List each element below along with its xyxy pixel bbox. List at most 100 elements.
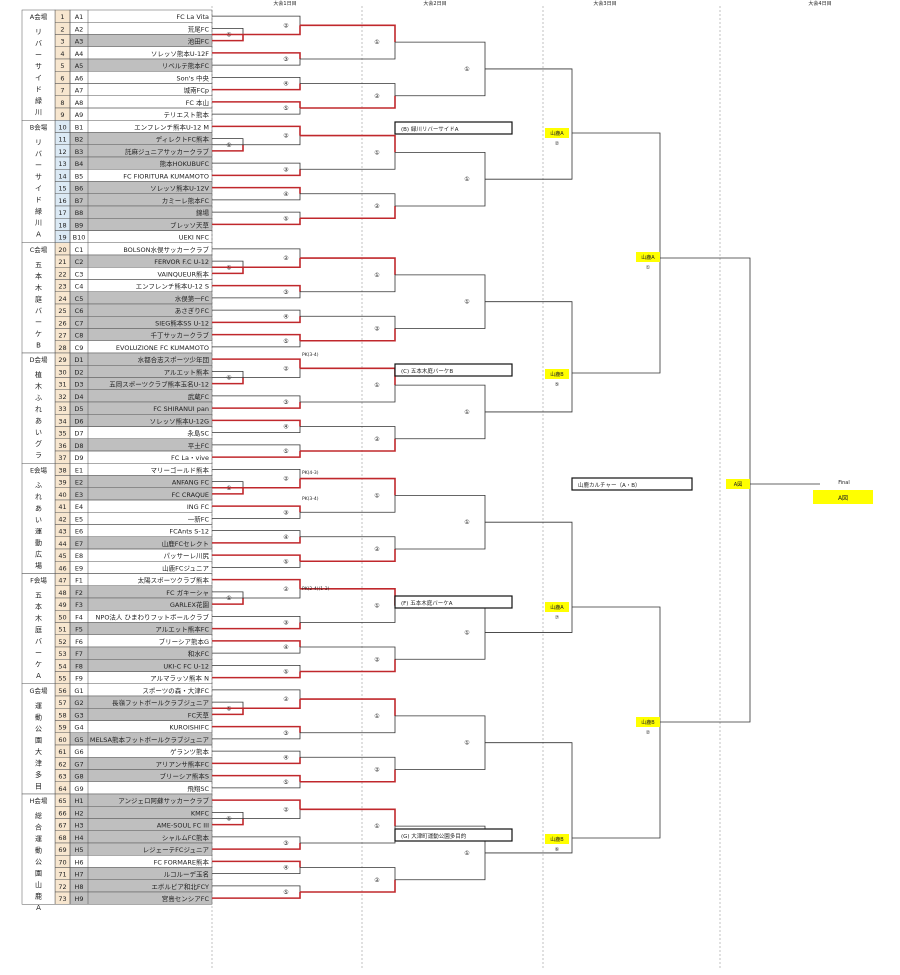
venue-title: G会場 xyxy=(29,686,48,695)
match-number: ① xyxy=(464,176,469,183)
team-code: C8 xyxy=(75,332,84,340)
team-row-shade xyxy=(70,757,212,770)
venue-cell xyxy=(21,9,56,121)
venue-cell xyxy=(21,352,56,464)
team-row-shade xyxy=(70,316,212,329)
yellow-slot-label: 山鹿A xyxy=(550,130,564,137)
r1-win xyxy=(212,83,301,91)
prelim-win xyxy=(212,144,244,152)
team-number: 19 xyxy=(58,234,66,242)
prelim-win xyxy=(212,267,244,275)
match-number: ④ xyxy=(283,865,288,872)
team-name: エンフレンチ熊本U-12 M xyxy=(134,122,209,131)
team-code: F9 xyxy=(75,675,83,683)
match-number: ② xyxy=(283,255,289,262)
team-name: ブリーシア熊本S xyxy=(160,772,210,781)
team-code: G4 xyxy=(74,724,83,732)
venue-vertical-char: 本 xyxy=(35,271,42,280)
team-number: 63 xyxy=(58,773,66,781)
venue-vertical-char: 公 xyxy=(35,858,42,866)
team-name: NPO法人 ひまわりフットボールクラブ xyxy=(96,612,210,621)
team-number: 45 xyxy=(58,552,66,560)
team-code: C4 xyxy=(75,283,84,291)
team-row-shade xyxy=(70,328,212,341)
team-row-shade xyxy=(70,34,212,47)
team-row-shade xyxy=(70,377,212,390)
team-name: スポーツの森・大津FC xyxy=(142,686,209,695)
match-number: ② xyxy=(374,203,380,210)
team-row-shade xyxy=(70,769,212,782)
team-row-shade xyxy=(70,365,212,378)
team-code: C6 xyxy=(75,307,84,315)
yellow-slot-sub: ② xyxy=(646,730,651,736)
match-number: ② xyxy=(374,877,380,884)
venue-vertical-char: 木 xyxy=(35,382,42,391)
team-row-shade xyxy=(70,389,212,402)
team-number: 58 xyxy=(58,711,66,719)
team-name: ゲランツ熊本 xyxy=(170,747,210,756)
venue-vertical-char: 合 xyxy=(35,823,42,832)
r2-match xyxy=(300,588,396,623)
team-code: E1 xyxy=(75,466,83,474)
team-row-shade xyxy=(70,647,212,660)
team-row-shade xyxy=(70,291,212,304)
r1-win xyxy=(212,451,301,458)
match-number: ③ xyxy=(283,620,288,627)
yellow-slot-label: 山鹿A xyxy=(550,604,564,611)
match-number: ③ xyxy=(283,166,288,173)
yellow-slot xyxy=(545,602,569,612)
r1-win xyxy=(212,478,301,489)
venue-vertical-char: 本 xyxy=(35,602,42,611)
venue-cell xyxy=(21,793,56,905)
pk-note: PK(3-4) xyxy=(302,352,319,358)
match-number: ② xyxy=(283,365,289,372)
venue-title: F会場 xyxy=(30,576,47,585)
venue-vertical-char: 山 xyxy=(35,880,42,889)
prelim-win xyxy=(212,708,244,716)
team-code: F1 xyxy=(75,577,83,585)
team-name: 和水FC xyxy=(188,649,210,658)
r3-match xyxy=(395,384,486,440)
team-name: 水俣第一FC xyxy=(175,294,210,303)
yellow-slot-sub: ② xyxy=(555,141,560,147)
venue-vertical-char: イ xyxy=(35,74,42,82)
team-name: FC SHIRANUI pan xyxy=(153,405,209,413)
match-number: ④ xyxy=(283,191,288,198)
venue-vertical-char: バ xyxy=(35,40,42,48)
team-name: 一新FC xyxy=(188,514,210,523)
r2-win xyxy=(300,477,396,496)
venue-title: B会場 xyxy=(30,122,48,131)
r3-match xyxy=(395,495,486,550)
r2-win xyxy=(300,257,396,275)
team-number: 62 xyxy=(58,760,66,768)
r1-win xyxy=(212,218,301,226)
r3-match xyxy=(395,152,486,207)
team-number: 50 xyxy=(58,613,66,621)
team-row-shade xyxy=(70,304,212,317)
team-name: ソレッソ熊本U-12F xyxy=(151,49,209,58)
team-code: C1 xyxy=(75,246,84,254)
team-code: A4 xyxy=(75,50,84,58)
venue-vertical-char: 緑 xyxy=(35,96,42,105)
team-row-shade xyxy=(70,132,212,145)
team-name: 錦場 xyxy=(196,208,210,217)
venue-vertical-char: 木 xyxy=(35,283,42,292)
venue-vertical-char: 園 xyxy=(35,736,42,744)
r1-win xyxy=(212,284,301,292)
venue-vertical-char: ド xyxy=(35,86,42,94)
r1-win xyxy=(212,25,301,36)
team-code: F4 xyxy=(75,613,83,621)
team-name: FERVOR F.C U-12 xyxy=(154,258,209,266)
match-number: ① xyxy=(374,272,379,279)
team-number: 21 xyxy=(58,258,66,266)
yellow-slot-sub: ⑥ xyxy=(555,847,560,853)
r2-match xyxy=(300,536,396,562)
match-number: ⑤ xyxy=(283,215,288,222)
prelim-win xyxy=(212,487,244,495)
team-code: A1 xyxy=(75,13,84,21)
team-number: 30 xyxy=(58,368,66,376)
team-row-shade xyxy=(70,157,212,170)
match-number: ② xyxy=(283,806,289,813)
team-name: レジェーテFCジュニア xyxy=(143,846,210,854)
